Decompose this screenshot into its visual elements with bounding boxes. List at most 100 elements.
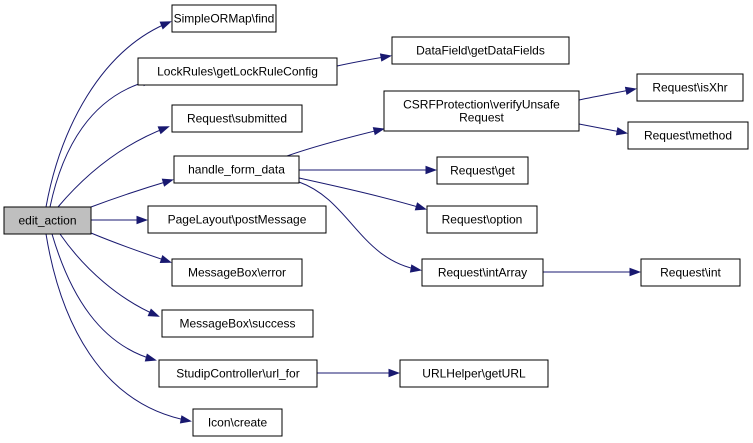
node-box	[161, 309, 314, 338]
node-label: Request\submitted	[187, 112, 287, 126]
edge-urlfor-to-geturl	[317, 368, 400, 378]
node-label: Request\int	[660, 266, 721, 280]
edge-lock-to-datafields	[336, 53, 392, 67]
node-edit_action[interactable]: edit_action	[3, 206, 92, 235]
arrowhead-icon	[425, 165, 437, 175]
edge-line	[286, 128, 384, 157]
arrowhead-icon	[147, 308, 160, 317]
node-method[interactable]: Request\method	[627, 121, 749, 150]
node-box	[421, 258, 544, 287]
node-geturl[interactable]: URLHelper\getURL	[399, 359, 549, 388]
node-box	[192, 408, 283, 437]
edge-line	[298, 177, 426, 210]
edge-line	[45, 21, 171, 208]
node-label: Icon\create	[208, 416, 268, 430]
node-box	[436, 156, 529, 185]
node-box	[636, 73, 744, 102]
node-label: Request\intArray	[438, 266, 527, 280]
node-get[interactable]: Request\get	[436, 156, 529, 185]
node-lock[interactable]: LockRules\getLockRuleConfig	[137, 57, 338, 86]
node-option[interactable]: Request\option	[426, 205, 538, 234]
edge-edit_action-to-postmsg	[91, 215, 148, 225]
arrowhead-icon	[629, 267, 641, 277]
node-label: StudipController\url_for	[176, 367, 299, 381]
edge-edit_action-to-handle	[90, 178, 174, 208]
node-label: LockRules\getLockRuleConfig	[157, 65, 318, 79]
edge-edit_action-to-find	[45, 21, 172, 208]
node-submitted[interactable]: Request\submitted	[171, 104, 303, 133]
node-urlfor[interactable]: StudipController\url_for	[158, 359, 318, 388]
node-int[interactable]: Request\int	[640, 258, 741, 287]
node-isxhr[interactable]: Request\isXhr	[636, 73, 744, 102]
node-icon[interactable]: Icon\create	[192, 408, 283, 437]
node-postmsg[interactable]: PageLayout\postMessage	[147, 205, 327, 234]
node-box	[171, 104, 303, 133]
arrowhead-icon	[388, 368, 400, 378]
edge-line	[90, 179, 173, 208]
node-label: Request\method	[644, 129, 732, 143]
node-success[interactable]: MessageBox\success	[161, 309, 314, 338]
node-box	[399, 359, 549, 388]
edge-csrf-to-isxhr	[578, 86, 637, 101]
arrowhead-icon	[179, 415, 192, 424]
arrowhead-icon	[161, 178, 174, 187]
node-datafields[interactable]: DataField\getDataFields	[391, 36, 570, 65]
node-intarray[interactable]: Request\intArray	[421, 258, 544, 287]
node-label: MessageBox\error	[188, 266, 286, 280]
arrowhead-icon	[409, 264, 422, 273]
node-label: CSRFProtection\verifyUnsafe	[403, 98, 560, 112]
edge-edit_action-to-icon	[45, 233, 192, 424]
edge-line	[57, 126, 169, 208]
edge-line	[51, 233, 156, 361]
arrowhead-icon	[157, 126, 170, 135]
node-box	[171, 4, 277, 33]
node-label: edit_action	[18, 214, 76, 228]
edge-line	[49, 79, 153, 208]
node-label: Request\option	[442, 213, 523, 227]
node-error[interactable]: MessageBox\error	[171, 258, 303, 287]
node-label: URLHelper\getURL	[422, 367, 526, 381]
arrowhead-icon	[372, 127, 385, 136]
node-box	[173, 155, 300, 184]
node-label: MessageBox\success	[179, 317, 295, 331]
arrowhead-icon	[624, 86, 637, 96]
edge-handle-to-intarray	[298, 181, 422, 273]
edge-line	[45, 233, 191, 422]
node-box	[391, 36, 570, 65]
node-find[interactable]: SimpleORMap\find	[171, 4, 277, 33]
edge-edit_action-to-success	[59, 233, 160, 317]
arrowhead-icon	[159, 254, 172, 264]
node-label: handle_form_data	[188, 163, 285, 177]
node-box	[627, 121, 749, 150]
node-handle[interactable]: handle_form_data	[173, 155, 300, 184]
node-label: Request\get	[450, 164, 515, 178]
edge-line	[59, 233, 159, 317]
arrowhead-icon	[136, 215, 148, 225]
node-label: PageLayout\postMessage	[168, 213, 307, 227]
arrowhead-icon	[159, 21, 172, 30]
arrowhead-icon	[414, 202, 427, 211]
edge-handle-to-csrf	[286, 127, 385, 157]
arrowhead-icon	[379, 53, 392, 62]
node-label: SimpleORMap\find	[174, 12, 275, 26]
edge-line	[90, 232, 171, 263]
edge-handle-to-option	[298, 177, 427, 211]
node-box	[158, 359, 318, 388]
node-box	[137, 57, 338, 86]
node-label: Request	[459, 111, 504, 125]
node-box	[426, 205, 538, 234]
edge-edit_action-to-urlfor	[51, 233, 157, 362]
node-box	[147, 205, 327, 234]
edge-edit_action-to-submitted	[57, 126, 170, 208]
node-box	[3, 206, 92, 235]
node-label: Request\isXhr	[652, 81, 727, 95]
edge-handle-to-get	[299, 165, 437, 175]
node-box	[383, 90, 580, 132]
edges-layer	[45, 21, 641, 424]
arrowhead-icon	[144, 353, 157, 362]
nodes-layer: edit_action SimpleORMap\findLockRules\get…	[3, 4, 749, 437]
edge-csrf-to-method	[578, 123, 628, 136]
node-label: DataField\getDataFields	[416, 44, 545, 58]
